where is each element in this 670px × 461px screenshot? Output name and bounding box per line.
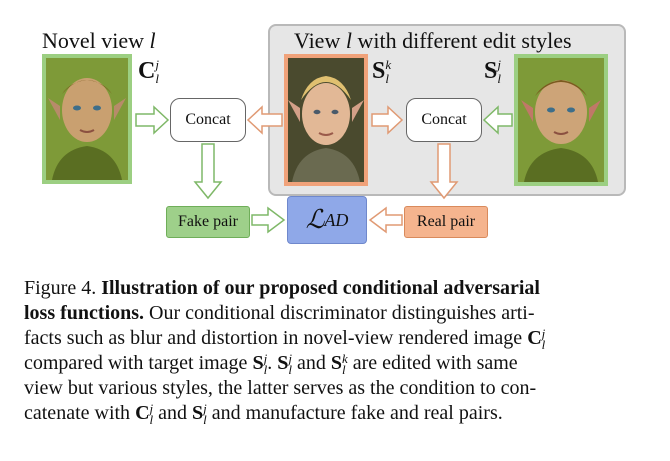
caption-line-3: facts such as blur and distortion in nov… [24,326,546,353]
caption-line-2: loss functions. Our conditional discrimi… [24,302,535,324]
arrow-concat-to-fake [193,143,223,200]
arrow-real-to-loss [368,206,403,234]
styled-face-portrait [288,58,364,182]
edit-style-j-image [514,54,608,186]
green-face-portrait [46,58,128,180]
arrow-stylek-to-right-concat [371,105,404,135]
edit-styles-title: View l with different edit styles [294,28,572,53]
real-pair-box: Real pair [404,206,488,238]
novel-view-title: Novel view l [42,28,156,53]
caption-line-5: view but various styles, the latter serv… [24,377,537,399]
concat-box-left: Concat [170,98,246,142]
caption-line-1: Figure 4. Illustration of our proposed c… [24,277,540,299]
green-face-portrait-target [518,58,604,182]
novel-view-image [42,54,132,184]
arrow-stylek-to-left-concat [246,105,283,135]
arrow-concat-to-real [429,143,459,200]
fake-pair-box: Fake pair [166,206,250,238]
edit-style-k-image [284,54,368,186]
arrow-fake-to-loss [251,206,286,234]
arrow-stylej-to-concat [482,105,513,135]
concat-box-right: Concat [406,98,482,142]
flow-arrows [135,105,513,234]
arrow-novel-to-concat [135,105,170,135]
